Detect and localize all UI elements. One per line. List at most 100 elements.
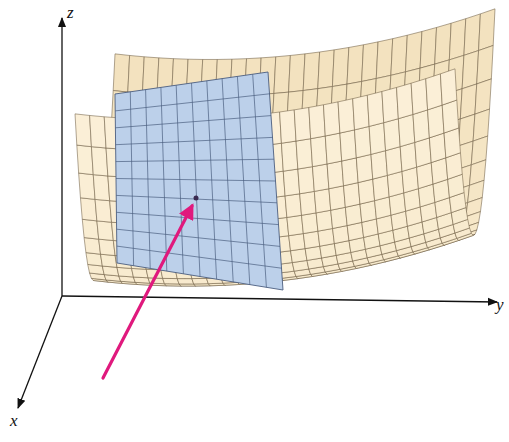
surface-patch bbox=[95, 199, 111, 222]
z-axis bbox=[61, 18, 62, 296]
surface-patch bbox=[101, 254, 117, 267]
surface-patch bbox=[289, 54, 305, 92]
surface-patch bbox=[132, 268, 148, 277]
plane-gridline bbox=[116, 179, 276, 182]
surface-patch bbox=[367, 91, 383, 126]
surface-patch bbox=[382, 87, 398, 122]
surface-patch bbox=[300, 191, 316, 215]
surface-patch bbox=[353, 95, 369, 130]
surface-patch bbox=[460, 84, 476, 119]
surface-patch bbox=[312, 164, 328, 191]
surface-patch bbox=[428, 105, 444, 138]
surface-patch bbox=[287, 215, 303, 235]
surface-patch bbox=[429, 133, 445, 163]
surface-patch bbox=[113, 54, 129, 92]
surface-patch bbox=[318, 229, 334, 247]
surface-patch bbox=[84, 238, 100, 255]
axis-label: z bbox=[67, 4, 74, 21]
surface-patch bbox=[285, 194, 301, 218]
surface-patch bbox=[464, 14, 480, 55]
surface-patch bbox=[376, 39, 392, 79]
surface-patch bbox=[314, 189, 330, 213]
surface-patch bbox=[397, 83, 413, 118]
surface-patch bbox=[331, 207, 347, 228]
surface-patch bbox=[289, 234, 305, 251]
surface-patch bbox=[360, 201, 376, 223]
surface-patch bbox=[90, 115, 106, 148]
surface-patch bbox=[283, 169, 299, 196]
surface-patch bbox=[99, 239, 115, 255]
surface-patch bbox=[82, 219, 98, 239]
surface-patch bbox=[362, 42, 378, 82]
surface-patch bbox=[402, 167, 418, 193]
surface-patch bbox=[80, 198, 96, 221]
surface-patch bbox=[479, 9, 495, 51]
plane-gridline bbox=[207, 81, 217, 279]
surface-patch bbox=[371, 151, 387, 179]
surface-patch bbox=[303, 52, 319, 91]
tangent-plane bbox=[115, 72, 283, 290]
surface-patch bbox=[296, 139, 312, 169]
surface-patch bbox=[77, 145, 93, 175]
surface-patch bbox=[179, 284, 195, 286]
surface-patch bbox=[426, 74, 442, 110]
surface-patch bbox=[93, 175, 109, 201]
surface-patch bbox=[449, 19, 465, 60]
surface-patch bbox=[400, 142, 416, 171]
surface-patch bbox=[442, 100, 458, 133]
surface-patch bbox=[345, 204, 361, 225]
surface-patch bbox=[356, 154, 372, 182]
surface-patch bbox=[347, 45, 363, 84]
surface-patch bbox=[291, 249, 307, 263]
surface-patch bbox=[340, 130, 356, 161]
surface-patch bbox=[415, 138, 431, 167]
plane-gridline bbox=[117, 229, 280, 246]
surface-patch bbox=[405, 31, 421, 71]
surface-patch bbox=[91, 147, 107, 176]
surface-patch bbox=[75, 114, 91, 147]
surface-patch bbox=[420, 27, 436, 68]
surface-patch bbox=[280, 110, 296, 143]
surface-patch bbox=[342, 158, 358, 186]
surface-patch bbox=[298, 167, 314, 194]
surface-patch bbox=[303, 231, 319, 248]
surface-patch bbox=[302, 213, 318, 234]
plane-gridline bbox=[222, 79, 233, 282]
surface-patch bbox=[79, 173, 95, 199]
axis-label: y bbox=[496, 296, 504, 313]
surface-patch bbox=[309, 105, 325, 139]
surface-patch bbox=[117, 267, 133, 277]
surface-patch bbox=[386, 147, 402, 176]
axes bbox=[18, 18, 497, 408]
surface-patch bbox=[86, 253, 102, 266]
surface-patch bbox=[358, 179, 374, 204]
surface-patch bbox=[373, 175, 389, 200]
surface-patch bbox=[369, 123, 385, 155]
normal-vector bbox=[103, 206, 192, 378]
surface-patch bbox=[477, 45, 493, 83]
surface-patch bbox=[311, 136, 327, 167]
surface-patch bbox=[325, 133, 341, 164]
surface-patch bbox=[323, 102, 339, 136]
surface-patch bbox=[391, 35, 407, 75]
surface-patch bbox=[281, 141, 297, 171]
surface-patch bbox=[344, 183, 360, 208]
surface-patch bbox=[274, 55, 290, 93]
surface-patch bbox=[413, 110, 429, 143]
surface-patch bbox=[398, 114, 414, 146]
tangent-point bbox=[194, 196, 199, 201]
surface-patch bbox=[316, 210, 332, 231]
surface-patch bbox=[338, 99, 354, 133]
surface-patch bbox=[462, 51, 478, 89]
x-axis bbox=[18, 296, 62, 408]
plane-gridline bbox=[116, 195, 277, 202]
plane-gridline bbox=[237, 76, 249, 284]
surface-patch bbox=[355, 126, 371, 157]
plane-gridline bbox=[117, 246, 282, 268]
surface-patch bbox=[327, 161, 343, 189]
surface-patch bbox=[177, 279, 193, 284]
surface-patch bbox=[163, 278, 179, 284]
surface-patch bbox=[128, 55, 144, 93]
